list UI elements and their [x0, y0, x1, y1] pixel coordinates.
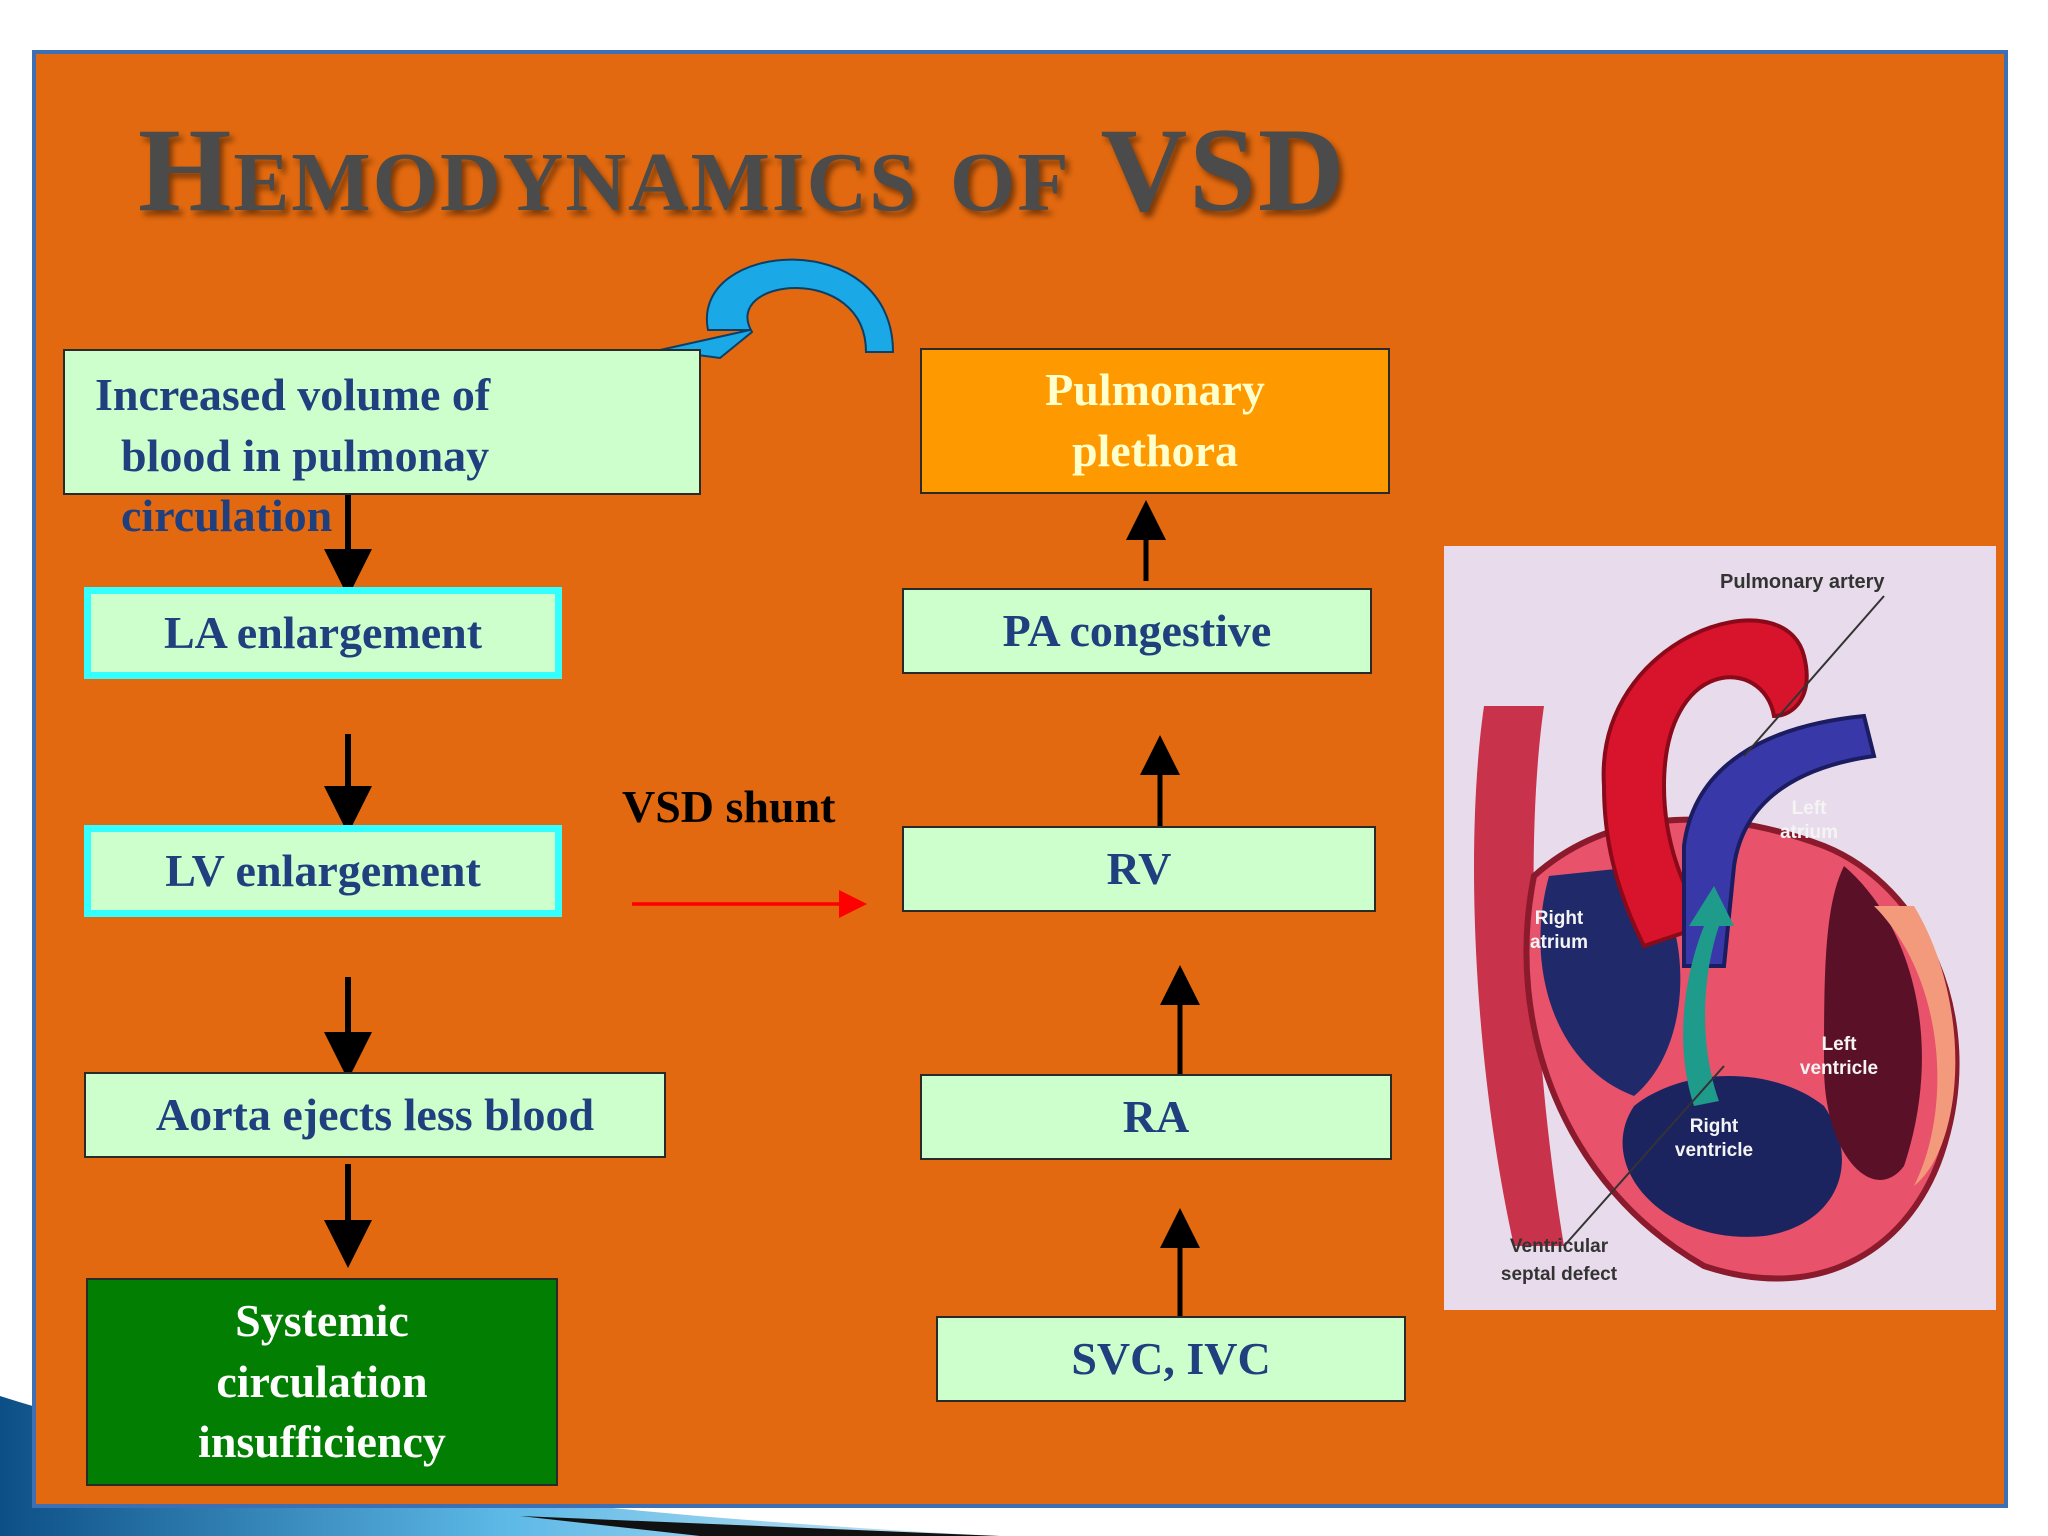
label-right-atrium-2: atrium — [1530, 932, 1588, 953]
ra-label: RA — [1122, 1090, 1190, 1142]
box-aorta: Aorta ejects less blood — [84, 1072, 666, 1158]
lv-label: LV enlargement — [165, 844, 481, 896]
rv-label: RV — [1106, 842, 1172, 894]
box-svc-ivc: SVC, IVC — [936, 1316, 1406, 1402]
label-left-ventricle-1: Left — [1822, 1034, 1858, 1055]
box-ra: RA — [920, 1074, 1392, 1160]
increased-line-1: Increased volume of — [95, 369, 491, 420]
label-vsd-2: septal defect — [1501, 1264, 1618, 1285]
box-increased-pulmonary-volume: Increased volume of blood in pulmonay ci… — [63, 349, 701, 541]
svc-ivc-label: SVC, IVC — [1071, 1332, 1271, 1384]
label-right-ventricle-1: Right — [1690, 1116, 1739, 1137]
curved-return-arrow — [659, 258, 895, 360]
la-label: LA enlargement — [163, 606, 483, 658]
label-vsd-1: Ventricular — [1510, 1236, 1609, 1257]
increased-line-3: circulation — [121, 490, 333, 542]
plethora-line-2: plethora — [1071, 425, 1239, 476]
systemic-line-1: Systemic — [235, 1294, 409, 1346]
box-pa-congestive: PA congestive — [902, 588, 1372, 674]
systemic-line-3: insufficiency — [198, 1416, 446, 1468]
box-la-enlargement: LA enlargement — [84, 587, 562, 679]
box-lv-enlargement: LV enlargement — [84, 825, 562, 917]
systemic-line-2: circulation — [216, 1355, 428, 1407]
increased-line-2: blood in pulmonay — [121, 429, 490, 481]
box-pulmonary-plethora: Pulmonary plethora — [920, 348, 1390, 494]
aorta-label: Aorta ejects less blood — [155, 1088, 595, 1140]
label-pulmonary-artery: Pulmonary artery — [1720, 571, 1885, 593]
pa-label: PA congestive — [1002, 604, 1272, 656]
label-right-ventricle-2: ventricle — [1675, 1140, 1753, 1161]
label-left-atrium-1: Left — [1792, 798, 1828, 819]
heart-illustration: Pulmonary artery Left atrium Right atriu… — [1444, 546, 1996, 1310]
plethora-line-1: Pulmonary — [1045, 364, 1265, 416]
label-left-atrium-2: atrium — [1780, 822, 1838, 843]
label-left-ventricle-2: ventricle — [1800, 1058, 1878, 1079]
vsd-shunt-label: VSD shunt — [622, 781, 836, 832]
slide-title: Hemodynamics of VSD — [138, 103, 1347, 236]
box-systemic-insufficiency: Systemic circulation insufficiency — [86, 1278, 558, 1486]
label-right-atrium-1: Right — [1535, 908, 1584, 929]
box-rv: RV — [902, 826, 1376, 912]
